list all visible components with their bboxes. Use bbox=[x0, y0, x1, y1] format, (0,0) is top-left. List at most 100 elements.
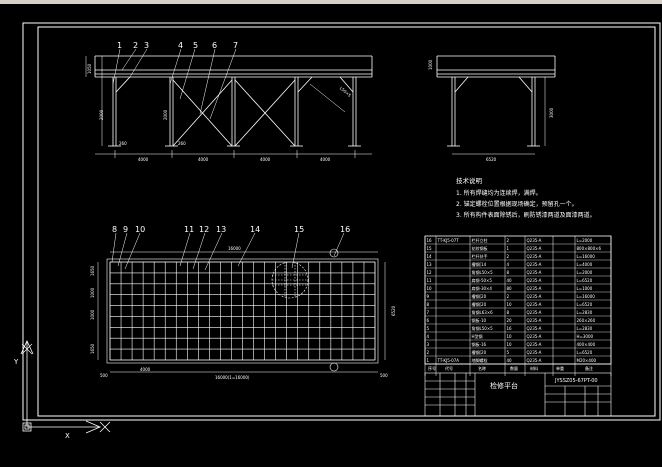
bom-cell: Q235-A bbox=[527, 310, 542, 315]
bom-cell: 8 bbox=[427, 302, 430, 307]
balloon-12: 12 bbox=[199, 225, 209, 234]
ucs-labels: Y X bbox=[13, 358, 70, 440]
balloon-10: 10 bbox=[135, 225, 145, 234]
title-block-text: 检修平台 JYSSZ05-67PT-00 bbox=[490, 378, 598, 390]
bom-header-qty: 数量 bbox=[510, 365, 518, 371]
ucs-x-label: X bbox=[65, 432, 70, 440]
balloon-8: 8 bbox=[112, 225, 117, 234]
bom-cell: TT-KJ5-07A bbox=[437, 358, 460, 363]
bom-cell: 12 bbox=[427, 270, 433, 275]
checker-plate bbox=[271, 248, 339, 372]
ucs-icon bbox=[20, 340, 111, 434]
balloon-2: 2 bbox=[133, 41, 138, 50]
bom-header-code: 代号 bbox=[445, 365, 453, 371]
bom-cell: 10 bbox=[507, 302, 513, 307]
bom-cell: Q235-A bbox=[527, 302, 542, 307]
bom-cell: 8 bbox=[507, 270, 510, 275]
bom-cell: 扁钢-50×5 bbox=[472, 277, 493, 283]
front-view-dims: 4000 4000 4000 4000 1050 2000 2000 260 2… bbox=[87, 63, 352, 162]
bom-cell: 40 bbox=[507, 358, 513, 363]
bom-cell: 6 bbox=[427, 318, 430, 323]
bay-dim-3: 4000 bbox=[260, 157, 271, 162]
bom-cell: Q235-A bbox=[527, 318, 542, 323]
bom-cell: Q235-A bbox=[527, 350, 542, 355]
drawing-canvas[interactable]: 1 2 3 4 5 6 7 4000 4000 4000 4000 1050 2… bbox=[0, 4, 662, 467]
bom-cell: L=2000 bbox=[577, 238, 593, 243]
balloon-1: 1 bbox=[117, 41, 122, 50]
bom-cell: 花纹钢板 bbox=[472, 245, 488, 251]
balloon-15: 15 bbox=[294, 225, 304, 234]
balloon-4: 4 bbox=[178, 41, 183, 50]
bom-cell: 11 bbox=[427, 278, 433, 283]
plan-view bbox=[97, 232, 386, 373]
title-block bbox=[424, 372, 612, 417]
bom-cell: Q235-A bbox=[527, 262, 542, 267]
bom-cell: Q235-A bbox=[527, 294, 542, 299]
bom-cell: Q235-A bbox=[527, 246, 542, 251]
bom-cell: 800×800×6 bbox=[577, 246, 602, 251]
bom-cell: 钢板-10 bbox=[472, 317, 487, 323]
bom-cell: 10 bbox=[507, 334, 513, 339]
side-view-dims: 6520 3000 1000 bbox=[428, 59, 554, 162]
gusset-dim-1: 260 bbox=[119, 141, 127, 146]
bom-cell: 10 bbox=[427, 286, 433, 291]
bom-cell: Q235-A bbox=[527, 278, 542, 283]
bom-cell: L=6520 bbox=[577, 350, 593, 355]
balloon-6: 6 bbox=[212, 41, 217, 50]
plan-left-dim: 1000 bbox=[90, 309, 95, 320]
bom-cell: 16 bbox=[507, 326, 513, 331]
plan-left-dim: 1000 bbox=[90, 287, 95, 298]
bom-cell: 15 bbox=[427, 246, 433, 251]
bom-cell: Q235-A bbox=[527, 238, 542, 243]
front-view bbox=[85, 48, 373, 158]
bom-cell: 1 bbox=[507, 246, 510, 251]
bom-cell: H型钢 bbox=[472, 333, 483, 339]
plan-view-labels: 8 9 10 11 12 13 14 15 16 bbox=[112, 225, 350, 234]
bom-cell: Q235-A bbox=[527, 342, 542, 347]
bay-dim-1: 4000 bbox=[138, 157, 149, 162]
balloon-3: 3 bbox=[144, 41, 149, 50]
bom-cell: L=1000 bbox=[577, 286, 593, 291]
balloon-16: 16 bbox=[340, 225, 350, 234]
bom-cell: 2 bbox=[507, 254, 510, 259]
bom-cell: 槽钢[14 bbox=[472, 261, 487, 267]
bom-cell: H=3000 bbox=[577, 334, 594, 339]
plan-right-bottom-dim: 500 bbox=[380, 373, 388, 378]
bom-header-no: 序号 bbox=[428, 365, 436, 371]
bom-cell: 槽钢[20 bbox=[472, 301, 487, 307]
gusset-dim-2: 260 bbox=[178, 141, 186, 146]
front-view-labels: 1 2 3 4 5 6 7 bbox=[117, 41, 238, 50]
ucs-y-label: Y bbox=[13, 358, 19, 366]
toolbar-strip bbox=[0, 0, 662, 4]
balloon-11: 11 bbox=[184, 225, 194, 234]
sheet-inner-border bbox=[37, 26, 656, 417]
bom-cell: 栏杆扶手 bbox=[472, 253, 488, 259]
bay-dim-4: 4000 bbox=[320, 157, 331, 162]
bom-cell: 260×260 bbox=[577, 318, 596, 323]
height-dim-1: 1050 bbox=[87, 63, 92, 74]
bom-cell: 14 bbox=[427, 254, 433, 259]
bom-header-unit-weight: 单重 bbox=[556, 365, 564, 371]
plan-view-dims: 16000 4000 16000(1=16000) 6520 500 500 1… bbox=[90, 246, 396, 380]
bom-cell: 3 bbox=[427, 342, 430, 347]
drawing-name: 检修平台 bbox=[490, 381, 518, 390]
note-3: 3. 所有构件表面除锈后，刷防锈漆两道及面漆两道。 bbox=[456, 211, 596, 219]
bom-cell: 40 bbox=[507, 278, 513, 283]
bom-cell: L=2830 bbox=[577, 310, 593, 315]
bom-cell: L=4000 bbox=[577, 262, 593, 267]
bom-cell: Q235-A bbox=[527, 326, 542, 331]
bom-cell: 角钢L50×5 bbox=[472, 325, 494, 331]
technical-notes: 技术说明 1. 所有焊缝均为连续焊，满焊。 2. 锚定螺栓位置根据现场确定，预留… bbox=[456, 176, 596, 219]
plan-left-bottom-dim: 500 bbox=[100, 373, 108, 378]
bom-cell: 地脚螺栓 bbox=[472, 357, 488, 363]
note-1: 1. 所有焊缝均为连续焊，满焊。 bbox=[456, 189, 542, 197]
bom-cell: L=16000 bbox=[577, 254, 596, 259]
bom-cell: M20×400 bbox=[577, 358, 597, 363]
bom-cell: Q235-A bbox=[527, 334, 542, 339]
bom-cell: 扁钢-30×4 bbox=[472, 285, 493, 291]
notes-heading: 技术说明 bbox=[456, 176, 483, 185]
bom-cell: 7 bbox=[427, 310, 430, 315]
bom-cell: Q235-A bbox=[527, 286, 542, 291]
side-top-dim: 1000 bbox=[428, 59, 433, 70]
